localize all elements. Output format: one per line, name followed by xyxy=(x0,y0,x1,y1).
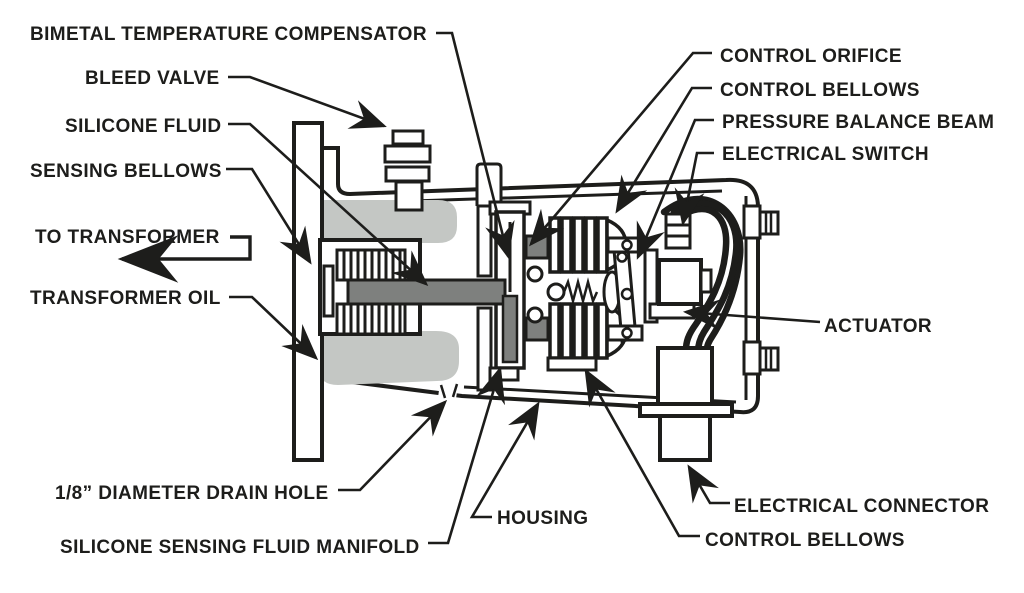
manifold-pivot-bottom xyxy=(526,306,544,324)
label-actuator: ACTUATOR xyxy=(824,316,932,337)
pressure-balance-beam-drawing xyxy=(612,246,638,343)
label-bleed-valve: BLEED VALVE xyxy=(85,68,220,89)
manifold-pivot-top xyxy=(526,265,544,283)
label-pressure-balance-beam: PRESSURE BALANCE BEAM xyxy=(722,112,994,133)
leader-control-bellows-bottom xyxy=(584,368,700,538)
leader-housing xyxy=(469,401,540,519)
drain-hole-gap xyxy=(437,381,459,402)
leader-sensing-bellows xyxy=(226,167,312,265)
label-silicone-sensing-fluid-manifold: SILICONE SENSING FLUID MANIFOLD xyxy=(60,537,420,558)
silicone-fluid-rod xyxy=(346,278,507,306)
leader-actuator xyxy=(682,299,821,330)
label-sensing-bellows: SENSING BELLOWS xyxy=(30,161,222,182)
label-control-bellows-bottom: CONTROL BELLOWS xyxy=(705,530,905,551)
leader-silicone-sensing-fluid-manifold xyxy=(428,366,505,545)
bleed-valve-drawing xyxy=(383,129,432,212)
leader-bimetal-temperature-compensator xyxy=(436,31,515,259)
electrical-connector-drawing xyxy=(638,346,734,462)
labels: BIMETAL TEMPERATURE COMPENSATOR BLEED VA… xyxy=(30,24,994,558)
to-transformer-arrow xyxy=(117,235,252,283)
leader-electrical-connector xyxy=(687,464,730,505)
label-electrical-switch: ELECTRICAL SWITCH xyxy=(722,144,929,165)
mounting-bolt-bottom xyxy=(742,340,780,376)
spring-drawing xyxy=(546,277,599,306)
label-housing: HOUSING xyxy=(497,508,588,529)
label-bimetal-temperature-compensator: BIMETAL TEMPERATURE COMPENSATOR xyxy=(30,24,427,45)
label-drain-hole: 1/8” DIAMETER DRAIN HOLE xyxy=(55,483,329,504)
label-silicone-fluid: SILICONE FLUID xyxy=(65,116,222,137)
leader-control-orifice xyxy=(529,51,712,247)
leader-transformer-oil xyxy=(229,295,319,361)
mounting-flange xyxy=(292,121,324,462)
leader-pressure-balance-beam xyxy=(636,118,714,260)
label-electrical-connector: ELECTRICAL CONNECTOR xyxy=(734,496,989,517)
leader-lines xyxy=(117,31,821,545)
label-control-bellows-top: CONTROL BELLOWS xyxy=(720,80,920,101)
leader-electrical-switch xyxy=(674,151,714,226)
leader-bleed-valve xyxy=(228,75,387,129)
leader-drain-hole xyxy=(338,399,448,492)
leader-silicone-fluid xyxy=(228,122,429,287)
control-orifice-block-top xyxy=(524,234,550,260)
label-transformer-oil: TRANSFORMER OIL xyxy=(30,288,221,309)
label-to-transformer: TO TRANSFORMER xyxy=(35,227,220,248)
label-control-orifice: CONTROL ORIFICE xyxy=(720,46,902,67)
leader-control-bellows-top xyxy=(615,86,712,214)
mounting-bolt-top xyxy=(742,204,780,240)
